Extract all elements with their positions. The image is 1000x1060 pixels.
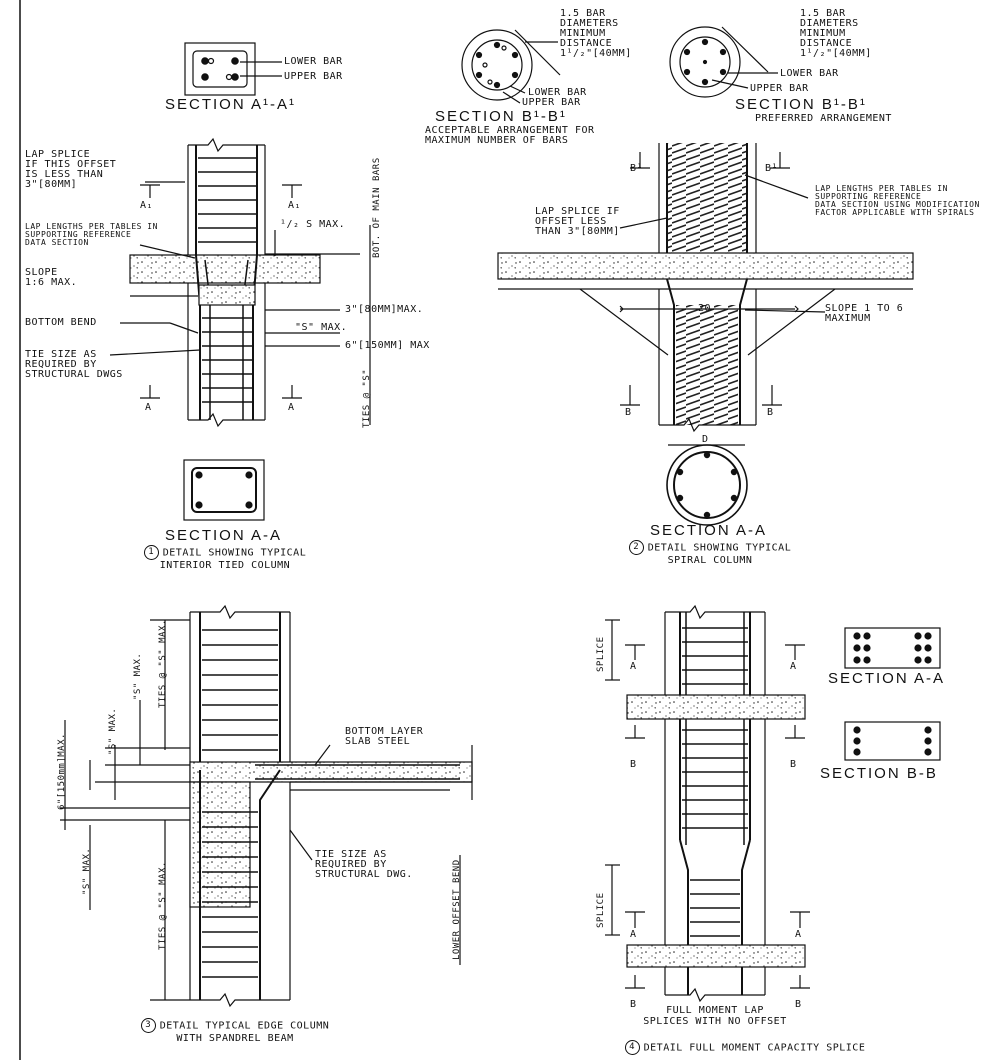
detail1-section-a1-figure xyxy=(184,42,282,96)
d1-slope-label: SLOPE 1:6 MAX. xyxy=(25,267,78,288)
d2-slope-label: SLOPE 1 TO 6 MAXIMUM xyxy=(825,303,904,324)
d4-splice-bottom: SPLICE xyxy=(596,892,606,928)
detail2-section-aa-figure xyxy=(666,444,748,526)
d4-cut-b-bottom-right: B xyxy=(795,999,802,1010)
d2-dim-20: 20 xyxy=(698,303,712,314)
d2-dim-d: D xyxy=(702,434,709,445)
d3-lower-offset-bend: LOWER OFFSET BEND xyxy=(452,859,462,960)
detail4-column xyxy=(605,604,810,1003)
d4-cut-b-bottom-left: B xyxy=(630,999,637,1010)
d1-dim-6in: 6"[150mm] MAX xyxy=(345,340,430,351)
d3-number: 3 xyxy=(140,1018,156,1033)
d2-lower-bar-left: LOWER BAR xyxy=(528,87,587,98)
d3-s-max-2: "S" MAX. xyxy=(108,707,118,755)
d2-section-aa-title: SECTION A-A xyxy=(650,522,768,539)
d3-caption-text: DETAIL TYPICAL EDGE COLUMN WITH SPANDREL… xyxy=(159,1020,330,1044)
d2-bar-spacing-right: 1.5 BAR DIAMETERS MINIMUM DISTANCE 1¹/₂"… xyxy=(800,8,872,59)
d2-cut-b1-right: B¹ xyxy=(765,163,779,174)
d4-splice-top: SPLICE xyxy=(596,636,606,672)
d1-half-s-max: ¹/₂ S MAX. xyxy=(280,219,346,230)
d1-upper-bar-label: UPPER BAR xyxy=(284,71,343,82)
d1-caption-text: DETAIL SHOWING TYPICAL INTERIOR TIED COL… xyxy=(159,547,307,571)
d1-section-aa-title: SECTION A-A xyxy=(165,527,283,544)
d2-bar-spacing-left: 1.5 BAR DIAMETERS MINIMUM DISTANCE 1¹/₂"… xyxy=(560,8,632,59)
d4-cut-a-bottom-right: A xyxy=(795,929,802,940)
d3-tie-size-note: TIE SIZE AS REQUIRED BY STRUCTURAL DWG. xyxy=(315,849,413,880)
detail2-section-b1-right-figure xyxy=(669,26,778,98)
d2-lap-lengths-note: LAP LENGTHS PER TABLES IN SUPPORTING REF… xyxy=(815,184,980,217)
d3-bottom-layer-note: BOTTOM LAYER SLAB STEEL xyxy=(345,726,424,747)
d1-tie-size-note: TIE SIZE AS REQUIRED BY STRUCTURAL DWGS xyxy=(25,349,123,380)
detail1-section-aa-figure xyxy=(183,459,265,521)
d1-lower-bar-label: LOWER BAR xyxy=(284,56,343,67)
d1-section-a1-title: SECTION A¹-A¹ xyxy=(165,96,297,113)
d1-bottom-bend-label: BOTTOM BEND xyxy=(25,317,97,328)
d4-number: 4 xyxy=(624,1040,640,1055)
detail1-leaders xyxy=(109,181,371,425)
detail3-ties xyxy=(202,629,278,978)
detail2-spiral-column xyxy=(497,143,914,446)
detail4-section-figures xyxy=(844,627,941,761)
d3-dim-6in: 6"[150mm]MAX. xyxy=(57,733,67,810)
d4-cut-a-top-right: A xyxy=(790,661,797,672)
detail3-dimensions xyxy=(60,619,461,1001)
d1-cut-a-left: A xyxy=(145,402,152,413)
d3-ties-s-top: TIES @ "S" MAX. xyxy=(158,619,168,708)
d4-section-bb-title: SECTION B-B xyxy=(820,765,938,782)
d2-upper-bar-right: UPPER BAR xyxy=(750,83,809,94)
d4-section-aa-title: SECTION A-A xyxy=(828,670,946,687)
d1-number: 1 xyxy=(143,545,159,560)
detail4-ties xyxy=(682,627,748,937)
d2-lower-bar-right: LOWER BAR xyxy=(780,68,839,79)
d2-acceptable-note: ACCEPTABLE ARRANGEMENT FOR MAXIMUM NUMBE… xyxy=(425,125,595,146)
d2-number: 2 xyxy=(628,540,644,555)
d4-cut-a-top-left: A xyxy=(630,661,637,672)
d2-section-b1-right-title: SECTION B¹-B¹ xyxy=(735,96,867,113)
detail1-column-elevation xyxy=(129,137,321,428)
d2-upper-bar-left: UPPER BAR xyxy=(522,97,581,108)
d4-full-moment-note: FULL MOMENT LAP SPLICES WITH NO OFFSET xyxy=(643,1005,787,1027)
d1-ties-s: TIES @ "S" xyxy=(362,368,372,428)
d1-s-max: "S" MAX. xyxy=(295,322,348,333)
d2-lap-splice-note: LAP SPLICE IF OFFSET LESS THAN 3"[80mm] xyxy=(535,206,620,237)
d2-preferred-note: PREFERRED ARRANGEMENT xyxy=(755,113,892,124)
d2-cut-b-left: B xyxy=(625,407,632,418)
d1-bot-main-bars: BOT. OF MAIN BARS xyxy=(372,157,382,258)
d1-lap-lengths-note: LAP LENGTHS PER TABLES IN SUPPORTING REF… xyxy=(25,222,158,247)
d4-cut-b-top-left: B xyxy=(630,759,637,770)
d4-caption-text: DETAIL FULL MOMENT CAPACITY SPLICE xyxy=(643,1042,866,1054)
d4-cut-b-top-right: B xyxy=(790,759,797,770)
d2-section-b1-left-title: SECTION B¹-B¹ xyxy=(435,108,567,125)
detail2-section-b1-left-figure xyxy=(461,29,561,104)
detail3-edge-column xyxy=(189,604,473,1008)
d2-cut-b-right: B xyxy=(767,407,774,418)
d1-dim-3in: 3"[80mm]MAX. xyxy=(345,304,424,315)
d3-ties-s-bottom: TIES @ "S" MAX. xyxy=(158,861,168,950)
d4-cut-a-bottom-left: A xyxy=(630,929,637,940)
d1-cut-a1-left: A₁ xyxy=(140,200,154,211)
d2-caption-text: DETAIL SHOWING TYPICAL SPIRAL COLUMN xyxy=(647,542,792,566)
d1-cut-a1-right: A₁ xyxy=(288,200,302,211)
d1-cut-a-right: A xyxy=(288,402,295,413)
d2-cut-b1-left: B¹ xyxy=(630,163,644,174)
d1-lap-splice-note: LAP SPLICE IF THIS OFFSET IS LESS THAN 3… xyxy=(25,149,117,190)
d3-s-max-3: "S" MAX. xyxy=(82,847,92,895)
d3-s-max-1: "S" MAX. xyxy=(133,652,143,700)
